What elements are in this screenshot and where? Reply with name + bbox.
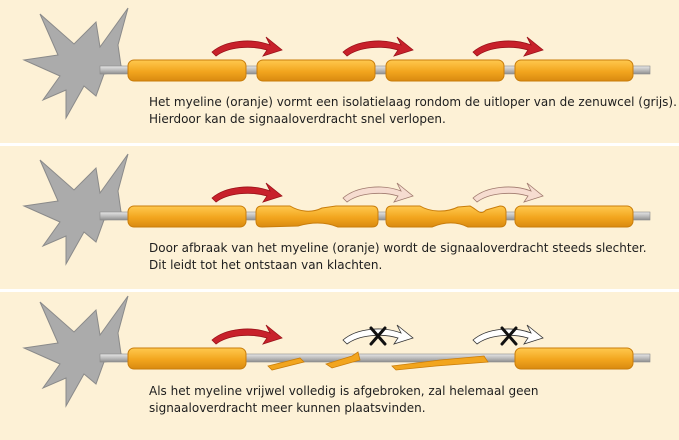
caption-line: Hierdoor kan de signaaloverdracht snel v… <box>149 112 446 126</box>
cross-icon <box>500 326 518 346</box>
caption: Als het myeline vrijwel volledig is afge… <box>149 383 669 417</box>
signal-arrow <box>211 182 283 203</box>
myelin-segment <box>127 205 247 228</box>
myelin-segment <box>514 205 634 228</box>
myelin-remnant <box>267 357 305 371</box>
neuron-cell-body <box>22 295 134 408</box>
signal-arrow <box>472 36 544 57</box>
signal-arrow-weak <box>342 182 414 203</box>
neuron-illustration <box>22 295 651 408</box>
cross-icon <box>369 326 387 346</box>
caption: Door afbraak van het myeline (oranje) wo… <box>149 240 669 274</box>
neuron-illustration <box>22 7 651 120</box>
neuron-illustration <box>22 153 651 266</box>
panel-divider <box>0 289 679 292</box>
signal-arrow <box>211 324 283 345</box>
axon <box>99 353 651 363</box>
signal-arrow-weak <box>472 182 544 203</box>
signal-arrow <box>211 36 283 57</box>
myelin-segment-damaged <box>255 205 379 228</box>
myelin-segment <box>385 59 505 82</box>
signal-arrow-blocked <box>342 324 414 346</box>
myelin-segment-damaged <box>385 205 507 228</box>
myelin-remnant <box>391 355 489 371</box>
myelin-segment <box>514 59 634 82</box>
myelin-segment <box>514 347 634 370</box>
panel-divider <box>0 143 679 146</box>
myelin-segment <box>256 59 376 82</box>
caption-line: Door afbraak van het myeline (oranje) wo… <box>149 241 647 255</box>
neuron-cell-body <box>22 7 134 120</box>
myelin-segment <box>127 347 247 370</box>
neuron-cell-body <box>22 153 134 266</box>
myelin-segment <box>127 59 247 82</box>
caption-line: signaaloverdracht meer kunnen plaatsvind… <box>149 401 426 415</box>
caption-line: Het myeline (oranje) vormt een isolatiel… <box>149 95 677 109</box>
caption-line: Als het myeline vrijwel volledig is afge… <box>149 384 539 398</box>
panel-degrading-myelin: Door afbraak van het myeline (oranje) wo… <box>0 146 679 286</box>
panel-intact-myelin: Het myeline (oranje) vormt een isolatiel… <box>0 0 679 140</box>
caption-line: Dit leidt tot het ontstaan van klachten. <box>149 258 383 272</box>
signal-arrow <box>342 36 414 57</box>
panel-myelin-broken-down: Als het myeline vrijwel volledig is afge… <box>0 292 679 432</box>
caption: Het myeline (oranje) vormt een isolatiel… <box>149 94 677 128</box>
myelin-remnant <box>325 351 361 369</box>
signal-arrow-blocked <box>472 324 544 346</box>
